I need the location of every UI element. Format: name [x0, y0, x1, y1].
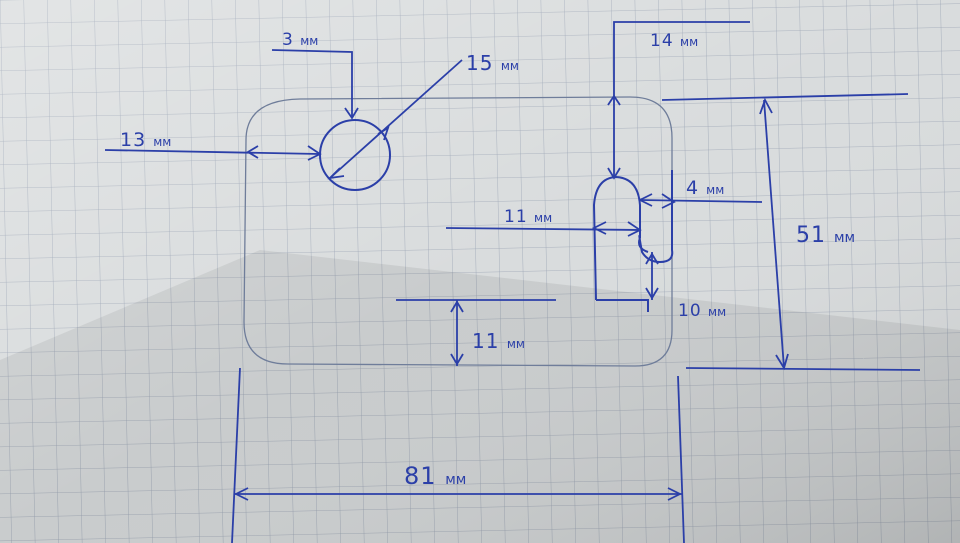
label-margin-bottom: 11 мм — [472, 329, 525, 353]
unit: мм — [153, 135, 171, 149]
label-margin-top: 3 мм — [282, 30, 318, 50]
label-slot-bottom: 10 мм — [678, 301, 726, 321]
unit: мм — [534, 211, 552, 225]
value: 4 — [686, 177, 699, 199]
unit: мм — [706, 183, 724, 197]
value: 15 — [466, 51, 493, 75]
unit: мм — [708, 305, 726, 319]
keyhole-slot — [592, 170, 674, 312]
label-slot-offset: 11 мм — [504, 207, 552, 227]
label-margin-left: 13 мм — [120, 129, 171, 151]
unit: мм — [834, 230, 855, 246]
label-total-width: 81 мм — [404, 462, 466, 490]
value: 11 — [472, 329, 499, 353]
value: 11 — [504, 207, 528, 227]
label-slot-top: 14 мм — [650, 31, 698, 51]
unit: мм — [680, 35, 698, 49]
unit: мм — [300, 34, 318, 48]
label-hole-diameter: 15 мм — [466, 51, 519, 75]
dimension-lines — [104, 21, 921, 543]
dimension-labels: 3 мм 15 мм 13 мм 14 мм 4 мм 11 мм — [120, 30, 855, 490]
unit: мм — [501, 59, 519, 73]
value: 13 — [120, 129, 146, 151]
label-total-height: 51 мм — [796, 223, 855, 248]
unit: мм — [507, 337, 525, 351]
plate-outline — [243, 96, 673, 367]
value: 3 — [282, 30, 294, 50]
unit: мм — [445, 472, 466, 488]
value: 10 — [678, 301, 702, 321]
value: 14 — [650, 31, 674, 51]
value: 51 — [796, 223, 826, 248]
label-slot-width: 4 мм — [686, 177, 724, 199]
value: 81 — [404, 462, 437, 490]
